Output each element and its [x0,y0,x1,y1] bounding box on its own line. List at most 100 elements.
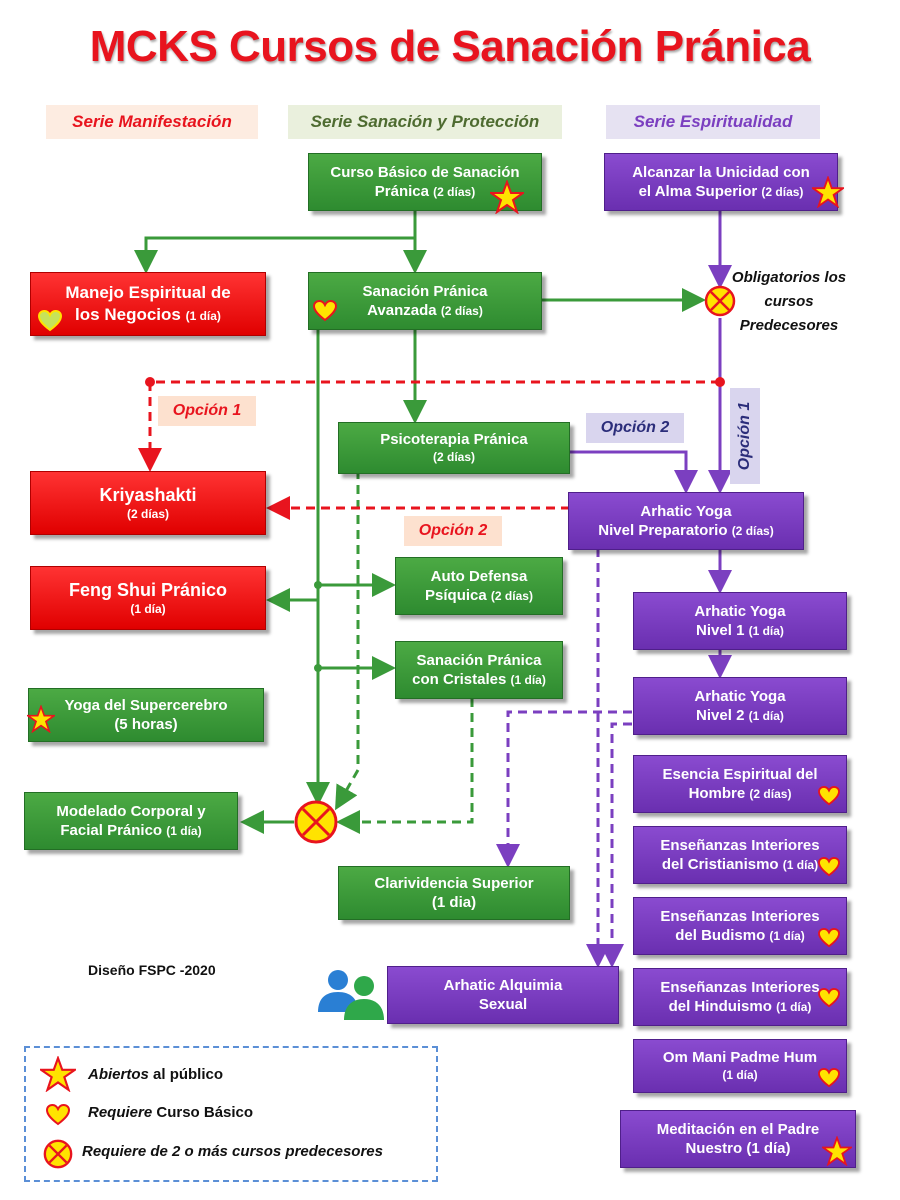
course-esencia-line2: Hombre [688,785,746,802]
course-cristales-line2: con Cristales [412,671,507,688]
course-autodefensa-line2: Psíquica [425,587,487,604]
course-hinduismo: Enseñanzas Interiores del Hinduismo (1 d… [633,968,847,1026]
star-icon [40,1056,76,1092]
course-psicoterapia: Psicoterapia Pránica (2 días) [338,422,570,474]
course-avanzada-line2: Avanzada [367,302,437,319]
legend-circle-text: Requiere de 2 o más cursos predecesores [82,1143,383,1160]
series-espiritualidad-label: Serie Espiritualidad [606,105,820,139]
course-manejo-line1: Manejo Espiritual de [65,282,231,302]
opcion2-top-label: Opción 2 [586,413,684,443]
course-modelado-line1: Modelado Corporal y [56,802,206,820]
course-padrenuestro-days: (1 día) [746,1140,791,1157]
course-esencia-days: (2 días) [749,787,792,801]
legend-heart-rest: Curso Básico [152,1104,254,1121]
series-manifestacion-label: Serie Manifestación [46,105,258,139]
heart-icon [46,1104,70,1126]
course-psicoterapia-line1: Psicoterapia Pránica [380,431,528,449]
star-icon [27,705,55,733]
course-supercerebro-line1: Yoga del Supercerebro [64,696,228,714]
course-arhatic-1: Arhatic Yoga Nivel 1 (1 día) [633,592,847,650]
legend-star-em: Abiertos [88,1066,149,1083]
crossed-circle-icon [43,1139,73,1169]
course-cristales: Sanación Pránica con Cristales (1 día) [395,641,563,699]
obligatorios-label: Obligatorios los cursos Predecesores [731,269,847,334]
course-cristianismo: Enseñanzas Interiores del Cristianismo (… [633,826,847,884]
heart-icon [818,786,840,806]
course-basico-line2: Pránica [374,183,429,200]
course-cristianismo-line1: Enseñanzas Interiores [660,836,820,854]
heart-icon [818,988,840,1008]
course-unicidad-days: (2 días) [761,185,804,199]
course-autodefensa-days: (2 días) [490,589,533,603]
course-clarividencia-days: (1 dia) [431,894,477,911]
course-autodefensa-line1: Auto Defensa [430,567,528,585]
course-unicidad-line1: Alcanzar la Unicidad con [632,163,810,181]
page-title: MCKS Cursos de Sanación Pránica [89,22,811,71]
course-kriyashakti-line1: Kriyashakti [99,484,197,505]
course-clarividencia-line1: Clarividencia Superior [374,874,534,892]
opcion1-left-label: Opción 1 [158,396,256,426]
course-ommani-line1: Om Mani Padme Hum [662,1049,818,1067]
course-ommani-days: (1 día) [722,1067,758,1082]
course-basico-line1: Curso Básico de Sanación [330,163,520,181]
course-padrenuestro-line2: Nuestro [685,1140,743,1157]
crossed-circle-icon [294,800,338,844]
course-padrenuestro-line1: Meditación en el Padre [656,1120,820,1138]
course-kriyashakti: Kriyashakti (2 días) [30,471,266,535]
course-avanzada: Sanación Pránica Avanzada (2 días) [308,272,542,330]
course-alquimia-line1: Arhatic Alquimia [443,976,563,994]
course-arhatic-2-line2: Nivel 2 [696,707,745,724]
people-icon [318,970,384,1020]
course-budismo-line1: Enseñanzas Interiores [660,907,820,925]
course-esencia: Esencia Espiritual del Hombre (2 días) [633,755,847,813]
heart-icon [818,1068,840,1088]
course-hinduismo-line2: del Hinduismo [668,998,772,1015]
course-budismo: Enseñanzas Interiores del Budismo (1 día… [633,897,847,955]
legend-star-text: Abiertos al público [88,1066,223,1083]
course-clarividencia: Clarividencia Superior (1 dia) [338,866,570,920]
series-sanacion-label: Serie Sanación y Protección [288,105,562,139]
course-arhatic-prep-line1: Arhatic Yoga [640,502,732,520]
legend-star-rest: al público [148,1066,224,1083]
opcion1-vertical-text: Opción 1 [736,401,753,471]
course-esencia-line1: Esencia Espiritual del [662,765,818,783]
star-icon [490,180,524,214]
course-basico: Curso Básico de Sanación Pránica (2 días… [308,153,542,211]
heart-icon [38,310,62,332]
course-unicidad: Alcanzar la Unicidad con el Alma Superio… [604,153,838,211]
legend-heart-em: Requiere [88,1104,153,1121]
course-basico-days: (2 días) [433,185,476,199]
course-arhatic-1-days: (1 día) [748,624,784,638]
course-hinduismo-days: (1 día) [776,1000,812,1014]
course-budismo-line2: del Budismo [675,927,766,944]
course-manejo-line2: los Negocios [75,305,181,324]
course-alquimia-line2: Sexual [478,996,528,1013]
opcion1-vertical-label: Opción 1 [730,388,760,484]
design-credit: Diseño FSPC -2020 [88,962,216,978]
heart-icon [313,300,337,322]
course-budismo-days: (1 día) [769,929,805,943]
course-manejo: Manejo Espiritual de los Negocios (1 día… [30,272,266,336]
course-unicidad-line2: el Alma Superior [638,183,758,200]
course-fengshui: Feng Shui Pránico (1 día) [30,566,266,630]
course-arhatic-prep-line2: Nivel Preparatorio [598,522,728,539]
course-arhatic-1-line2: Nivel 1 [696,622,745,639]
star-icon [812,176,844,208]
course-cristales-days: (1 día) [510,673,546,687]
course-ommani: Om Mani Padme Hum (1 día) [633,1039,847,1093]
heart-icon [818,928,840,948]
heart-icon [818,857,840,877]
course-avanzada-days: (2 días) [440,304,483,318]
course-psicoterapia-days: (2 días) [432,449,475,464]
legend-box: Abiertos al público Requiere Curso Básic… [24,1046,438,1182]
course-arhatic-2-line1: Arhatic Yoga [694,687,786,705]
star-icon [822,1136,852,1166]
course-autodefensa: Auto Defensa Psíquica (2 días) [395,557,563,615]
course-arhatic-1-line1: Arhatic Yoga [694,602,786,620]
course-supercerebro-days: (5 horas) [114,716,178,733]
course-kriyashakti-days: (2 días) [126,506,169,521]
course-supercerebro: Yoga del Supercerebro (5 horas) [28,688,264,742]
course-arhatic-2-days: (1 día) [748,709,784,723]
opcion2-center-label: Opción 2 [404,516,502,546]
crossed-circle-icon [704,285,736,317]
